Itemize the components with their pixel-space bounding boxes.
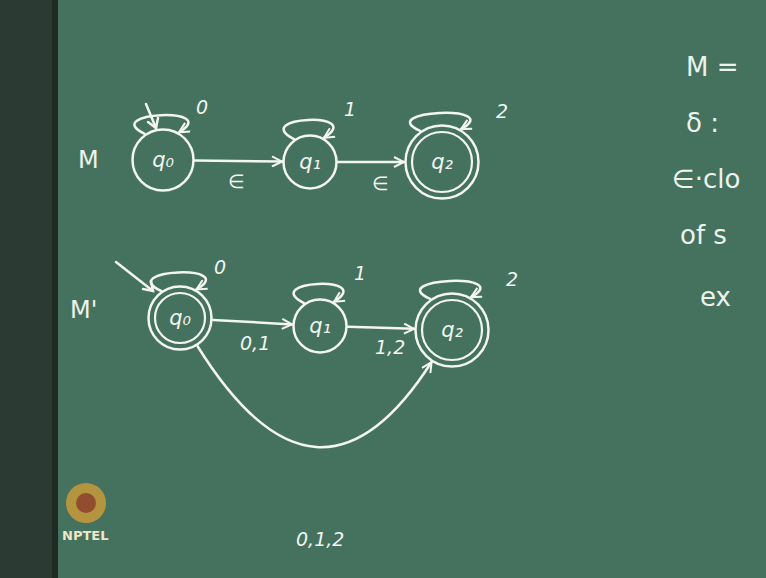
transition-arrow — [197, 346, 431, 447]
self-loop — [134, 115, 188, 134]
state-circle: q₁ — [292, 298, 348, 354]
state-name: q₁ — [299, 150, 321, 174]
state-ring — [294, 300, 347, 353]
board-text: of s — [680, 220, 727, 250]
nptel-logo — [66, 483, 106, 523]
state-name: q₂ — [431, 150, 453, 174]
state-circle: q₂ — [404, 124, 480, 200]
board-text: δ : — [686, 108, 719, 138]
state-circle: q₀ — [147, 285, 213, 351]
board-text: M = — [686, 52, 738, 82]
automaton-name: M — [78, 146, 99, 174]
frame-edge — [52, 0, 58, 578]
self-loop — [410, 113, 470, 131]
accept-ring — [412, 132, 472, 192]
transition-label: 0,1 — [240, 332, 270, 354]
board-frame — [0, 0, 52, 578]
transition-label: 0 — [214, 256, 226, 278]
state-name: q₁ — [309, 314, 331, 338]
state-ring — [416, 294, 489, 367]
transition-label: 1 — [344, 98, 356, 120]
transition-label: 2 — [496, 100, 508, 122]
transition-label: 1 — [354, 262, 366, 284]
transition-label: 2 — [506, 268, 518, 290]
transition-label: 0,1,2 — [296, 528, 344, 550]
self-loop — [420, 281, 480, 299]
logo-text: NPTEL — [62, 528, 108, 543]
state-name: q₂ — [441, 318, 463, 342]
state-circle: q₀ — [131, 128, 195, 192]
transition-arrow — [348, 327, 414, 329]
state-ring — [133, 130, 194, 191]
state-circle: q₂ — [414, 292, 490, 368]
transition-label: ∈ — [372, 172, 389, 194]
self-loop — [151, 272, 206, 291]
state-name: q₀ — [152, 148, 174, 172]
accept-ring — [155, 293, 205, 343]
state-circle: q₁ — [282, 134, 338, 190]
transition-arrow — [213, 320, 292, 325]
transition-label: ∈ — [228, 170, 245, 192]
transition-arrow — [195, 160, 282, 161]
board-text: ex — [700, 282, 731, 312]
accept-ring — [422, 300, 482, 360]
transition-arrow — [338, 161, 404, 164]
state-ring — [149, 287, 212, 350]
transition-label: 1,2 — [375, 336, 405, 358]
board-text: ∈·clo — [672, 164, 740, 194]
automaton-name: M' — [70, 296, 97, 324]
state-ring — [406, 126, 479, 199]
state-name: q₀ — [169, 306, 191, 330]
state-ring — [284, 136, 337, 189]
transition-label: 0 — [196, 96, 208, 118]
